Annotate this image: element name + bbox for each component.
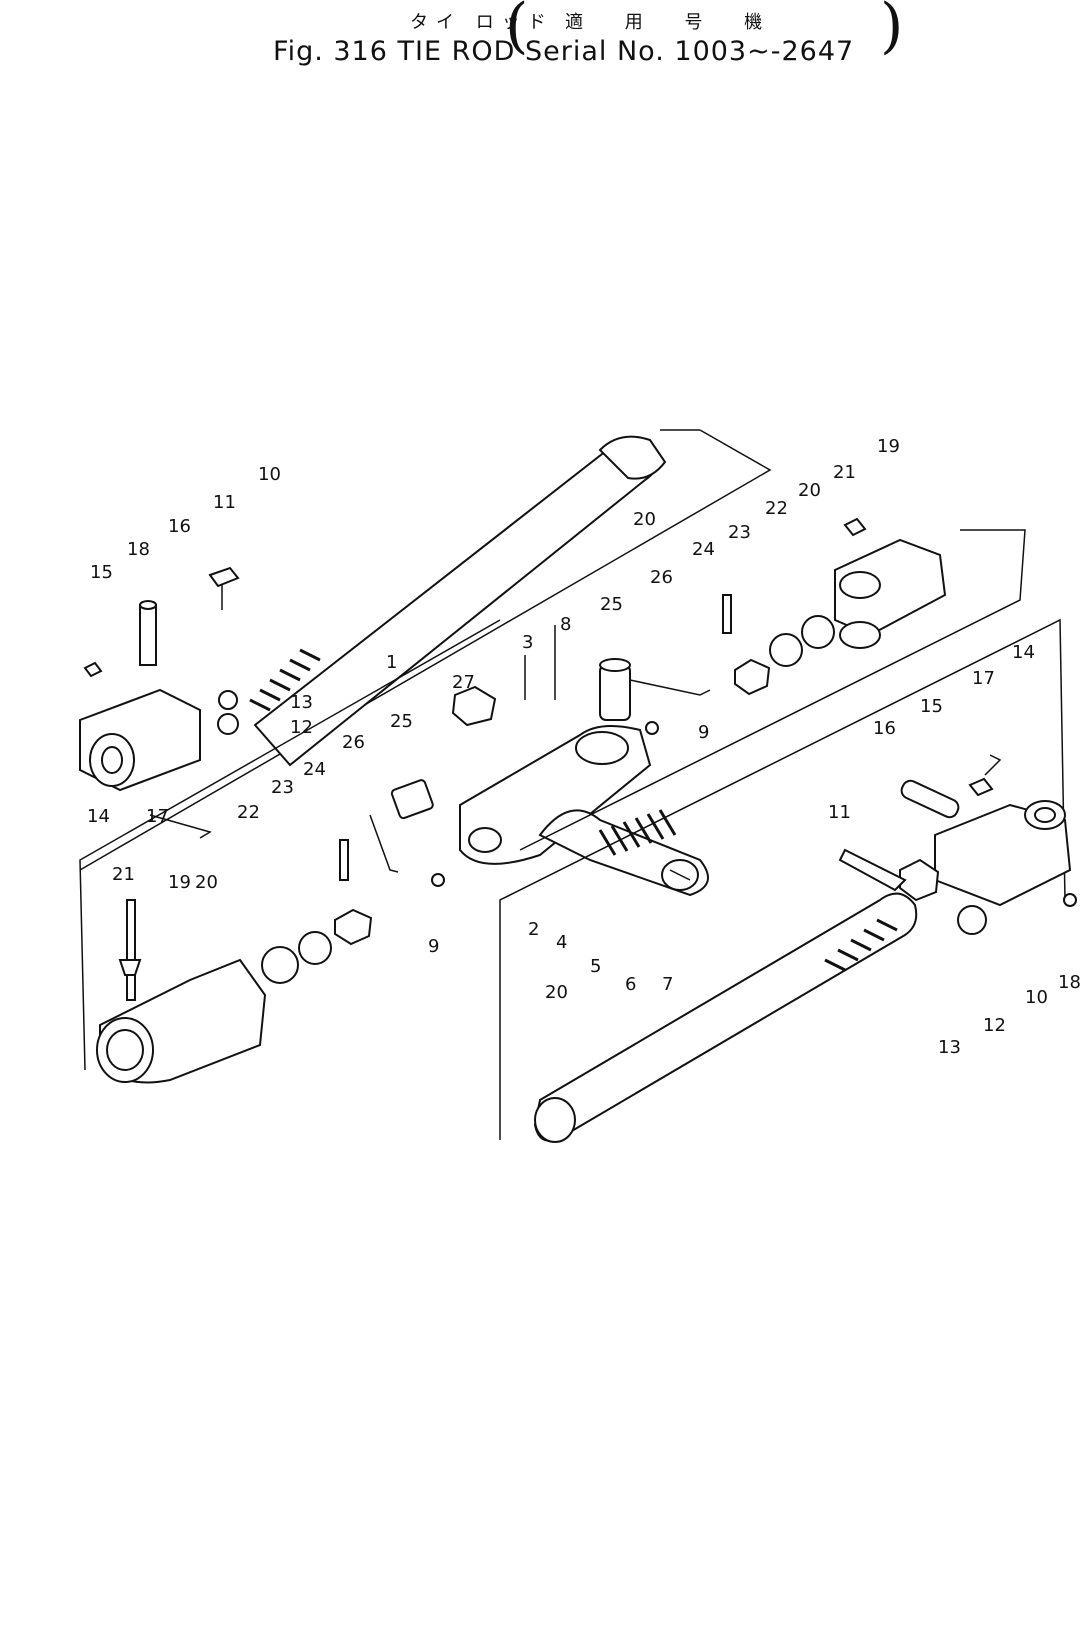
callout-25-lower: 25 [390,711,413,732]
callout-15-right: 15 [920,696,943,717]
callout-4: 4 [556,932,567,953]
callout-6: 6 [625,974,636,995]
callout-22-upper: 22 [765,498,788,519]
callout-24-lower: 24 [303,759,326,780]
callout-22-lower: 22 [237,802,260,823]
callout-17-right: 17 [972,668,995,689]
callout-23-upper: 23 [728,522,751,543]
callout-16-right: 16 [873,718,896,739]
callout-13-upper: 13 [290,692,313,713]
callout-19-lower: 19 [168,872,191,893]
center-arm-assembly [369,625,711,897]
callout-14-left: 14 [87,806,110,827]
figure-title: Fig. 316 TIE ROD Serial No. 1003~-2647 [273,36,854,67]
callout-26-upper: 26 [650,567,673,588]
upper-tie-rod-assembly [79,429,772,871]
callout-21-upper: 21 [833,462,856,483]
callout-9-lower: 9 [428,936,439,957]
callout-13-lower: 13 [938,1037,961,1058]
callout-16-left: 16 [168,516,191,537]
callout-18-left: 18 [127,539,150,560]
callout-20-b: 20 [798,480,821,501]
callout-17-left: 17 [146,806,169,827]
callout-labels: 1 2 3 4 5 6 7 8 9 9 10 10 11 11 12 12 13… [87,436,1081,1058]
callout-11-upper: 11 [213,492,236,513]
serial-range: Serial No. 1003~-2647 [525,36,855,67]
callout-21-lower: 21 [112,864,135,885]
figure-header: タイ ロッド 適 用 号 機 Fig. 316 TIE ROD Serial N… [0,0,1090,80]
lower-yoke-assembly [79,619,501,1084]
callout-20-d: 20 [545,982,568,1003]
callout-27: 27 [452,672,475,693]
callout-20-a: 20 [633,509,656,530]
callout-10-upper: 10 [258,464,281,485]
open-bracket-icon: ( [505,0,529,61]
callout-25-upper: 25 [600,594,623,615]
part-name: TIE ROD [397,36,516,67]
callout-26-lower: 26 [342,732,365,753]
callout-11-lower: 11 [828,802,851,823]
callout-9-upper: 9 [698,722,709,743]
callout-23-lower: 23 [271,777,294,798]
callout-3: 3 [522,632,533,653]
callout-7: 7 [662,974,673,995]
japanese-serial-label: 適 用 号 機 [565,12,781,33]
callout-18-right: 18 [1058,972,1081,993]
callout-8: 8 [560,614,571,635]
callout-5: 5 [590,956,601,977]
figure-number: Fig. 316 [273,36,388,67]
callout-12-lower: 12 [983,1015,1006,1036]
callout-12-upper: 12 [290,717,313,738]
japanese-title: タイ ロッド [410,12,554,33]
callout-24-upper: 24 [692,539,715,560]
callout-20-c: 20 [195,872,218,893]
callout-19-upper: 19 [877,436,900,457]
close-bracket-icon: ) [880,0,904,61]
upper-yoke-assembly [519,517,1026,851]
callout-15-left: 15 [90,562,113,583]
callout-10-lower: 10 [1025,987,1048,1008]
callout-2: 2 [528,919,539,940]
callout-1: 1 [386,652,397,673]
lower-tie-rod-assembly [499,618,1077,1143]
callout-14-right: 14 [1012,642,1035,663]
